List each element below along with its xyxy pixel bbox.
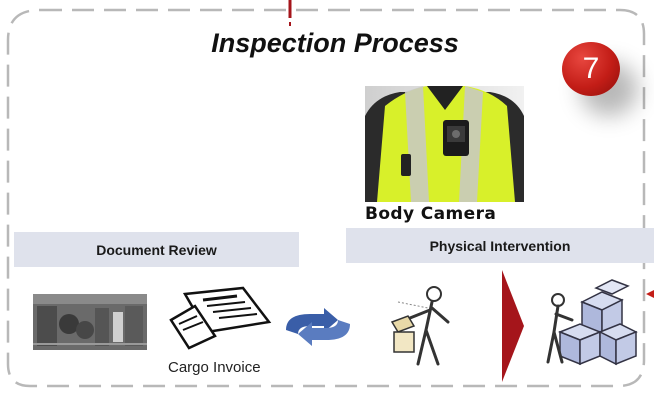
document-review-header: Document Review	[14, 232, 299, 267]
inspector-with-boxes-icon	[540, 270, 640, 370]
xray-image	[33, 294, 147, 350]
body-camera-caption: Body Camera	[365, 204, 497, 224]
body-camera-photo	[365, 86, 524, 202]
step-badge: 7	[562, 42, 620, 96]
cycle-arrows-icon	[280, 308, 356, 346]
chevron-right-icon	[500, 270, 526, 382]
page-title: Inspection Process	[211, 28, 459, 58]
physical-intervention-header: Physical Intervention	[346, 228, 654, 263]
invoice-icon	[165, 286, 273, 354]
inspector-opening-box-icon	[388, 282, 468, 370]
cargo-invoice-label: Cargo Invoice	[168, 359, 261, 376]
arrow-tip-right	[646, 290, 654, 298]
